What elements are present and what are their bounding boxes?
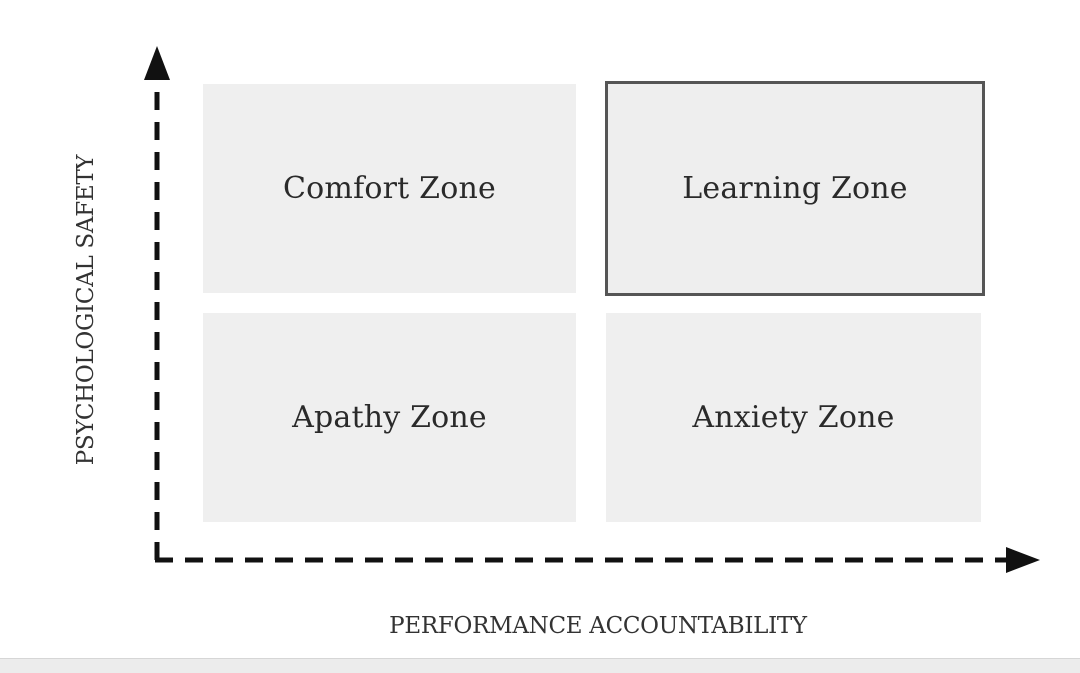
learning-zone-box: Learning Zone bbox=[605, 81, 985, 296]
comfort-zone-label: Comfort Zone bbox=[283, 171, 496, 206]
learning-zone-label: Learning Zone bbox=[682, 171, 908, 206]
bottom-strip bbox=[0, 658, 1080, 673]
comfort-zone-box: Comfort Zone bbox=[203, 84, 576, 293]
y-axis-label: PSYCHOLOGICAL SAFETY bbox=[73, 154, 99, 466]
x-axis-arrowhead-icon bbox=[1006, 547, 1040, 573]
x-axis-label: PERFORMANCE ACCOUNTABILITY bbox=[389, 613, 807, 639]
anxiety-zone-label: Anxiety Zone bbox=[692, 400, 895, 435]
anxiety-zone-box: Anxiety Zone bbox=[606, 313, 981, 522]
y-axis-arrowhead-icon bbox=[144, 46, 170, 80]
apathy-zone-box: Apathy Zone bbox=[203, 313, 576, 522]
apathy-zone-label: Apathy Zone bbox=[292, 400, 487, 435]
